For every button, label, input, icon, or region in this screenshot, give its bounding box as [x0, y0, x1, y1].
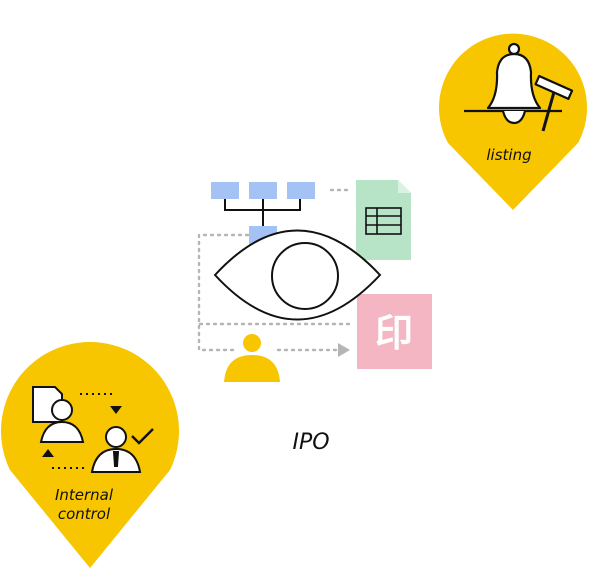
gavel-icon	[534, 74, 574, 132]
approver-person-icon	[90, 426, 142, 473]
internal-control-label-line1: Internal	[55, 486, 114, 504]
org-chart-connectors	[224, 199, 301, 226]
internal-control-pin: Internal control	[0, 342, 180, 568]
eye-icon	[213, 229, 382, 321]
internal-control-pin-shape	[0, 342, 180, 568]
flow-lines	[197, 188, 354, 352]
org-box	[287, 182, 315, 199]
document-person-icon	[32, 386, 85, 443]
listing-pin: listing	[439, 33, 587, 211]
org-box	[211, 182, 239, 199]
checkmark-icon	[131, 428, 154, 445]
person-icon	[224, 334, 280, 382]
flow-arrowhead	[338, 343, 350, 357]
seal-glyph: 印	[375, 311, 413, 355]
bell-icon	[464, 42, 562, 125]
listing-label: listing	[486, 146, 531, 164]
internal-control-label-line2: control	[58, 505, 111, 523]
spreadsheet-document-icon	[356, 180, 411, 260]
ipo-label: IPO	[292, 430, 329, 455]
handoff-arrows	[42, 393, 122, 469]
org-box	[249, 182, 277, 199]
seal-stamp-icon: 印	[357, 294, 432, 369]
